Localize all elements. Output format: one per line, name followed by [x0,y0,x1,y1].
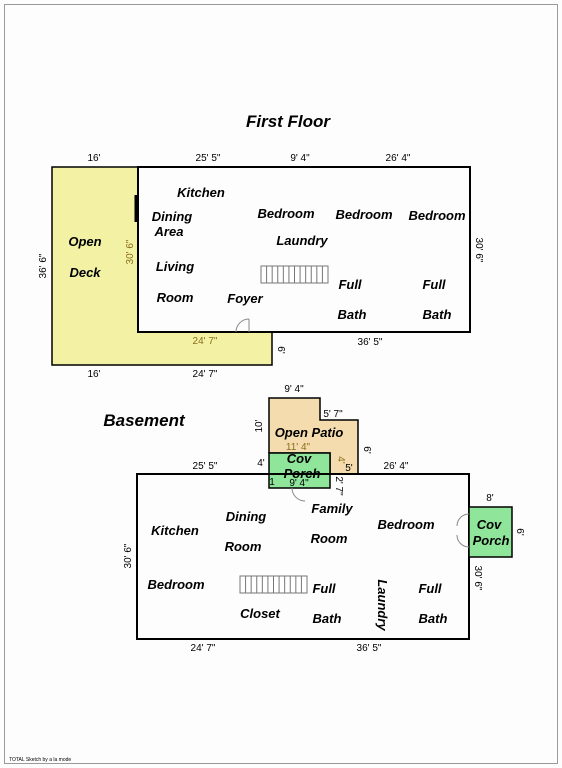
dim-bs-porch-right: 5' [345,463,353,474]
ff-label-deck: Deck [69,265,101,280]
dim-bs-right: 30' 6" [472,566,483,591]
bs-label-family: Family [311,501,353,516]
dim-bs-porch-one: 1 [269,477,275,488]
ff-label-room: Room [157,290,194,305]
ff-label-living: Living [156,259,194,274]
first-floor-stairs [260,265,329,284]
bs-label-bath-2: Bath [419,611,448,626]
dim-ff-bottom-2: 24' 7" [193,369,218,380]
dim-ff-right: 30' 6" [473,238,484,263]
bs-label-full-1: Full [312,581,335,596]
bs-label-room-2: Room [311,531,348,546]
dim-ff-top-2: 25' 5" [196,153,221,164]
bs-label-porch-1: Porch [284,466,321,481]
dim-bs-side-porch-right: 6' [514,528,525,536]
foyer-door [235,318,250,333]
ff-label-foyer: Foyer [227,291,263,306]
dim-ff-top-3: 9' 4" [290,153,310,164]
bs-label-kitchen: Kitchen [151,523,199,538]
bs-label-cov-2: Cov [477,517,502,532]
cov-porch-side [468,506,513,558]
dim-bs-top-left: 25' 5" [193,461,218,472]
dim-ff-left: 36' 6" [38,253,49,278]
top-porch-door [291,487,306,502]
ff-label-bath-1: Bath [338,307,367,322]
bs-label-full-2: Full [418,581,441,596]
dim-bs-patio-inner: 11' 4" [286,442,311,453]
dim-bs-bottom-left: 24' 7" [191,643,216,654]
footer-credit: TOTAL Sketch by a la mode [9,757,71,763]
first-floor-outline [137,166,471,333]
ff-label-bedroom-2: Bedroom [335,207,393,222]
basement-stairs [239,575,308,594]
cov-porch-top [268,452,331,489]
ff-label-open: Open [68,234,101,249]
side-porch-door-2 [456,534,470,548]
basement-title: Basement [103,411,186,430]
bs-label-bedroom-1: Bedroom [377,517,435,532]
dim-bs-patio-right: 6' [361,446,372,454]
side-porch-door [456,513,470,527]
ff-label-bedroom-3: Bedroom [408,208,466,223]
bs-label-closet: Closet [240,606,280,621]
ff-label-full-1: Full [338,277,361,292]
dim-bs-patio-left: 10' [254,419,265,432]
dim-ff-bottom-1: 16' [87,369,100,380]
dim-ff-top-1: 16' [87,153,100,164]
bs-label-room-1: Room [225,539,262,554]
dim-ff-bottom-right: 36' 5" [358,337,383,348]
ff-label-full-2: Full [422,277,445,292]
dim-ff-top-4: 26' 4" [386,153,411,164]
dim-bs-bottom-right: 36' 5" [357,643,382,654]
bs-label-bedroom-2: Bedroom [147,577,205,592]
dim-ff-inner-bottom: 24' 7" [193,336,218,347]
dim-bs-patio-step: 5' 7" [323,409,343,420]
dim-bs-patio-top: 9' 4" [284,384,304,395]
ff-label-bath-2: Bath [423,307,452,322]
dim-bs-porch-bottom: 9' 4" [289,478,309,489]
dim-bs-patio-small: 4' [335,456,346,464]
bs-label-cov-1: Cov [287,451,312,466]
ff-label-area: Area [154,224,184,239]
ff-label-laundry: Laundry [276,233,328,248]
bs-label-open-patio: Open Patio [275,425,344,440]
dim-bs-porch-left: 4' [257,458,265,469]
dim-bs-left: 30' 6" [123,543,134,568]
dim-ff-inner-left: 30' 6" [125,239,136,264]
bs-label-laundry: Laundry [375,579,390,631]
dim-bs-side-porch-top: 8' [486,493,494,504]
first-floor-title: First Floor [246,112,331,131]
bs-label-bath-1: Bath [313,611,342,626]
ff-label-kitchen: Kitchen [177,185,225,200]
bs-label-dining: Dining [226,509,266,524]
bs-label-porch-2: Porch [473,533,510,548]
dim-bs-top-right: 26' 4" [384,461,409,472]
dim-bs-porch-27: 2' 7" [333,476,344,496]
ff-label-dining: Dining [152,209,192,224]
page-frame [4,4,558,764]
dim-ff-small-right: 6' [275,346,286,354]
ff-label-bedroom-1: Bedroom [257,206,315,221]
